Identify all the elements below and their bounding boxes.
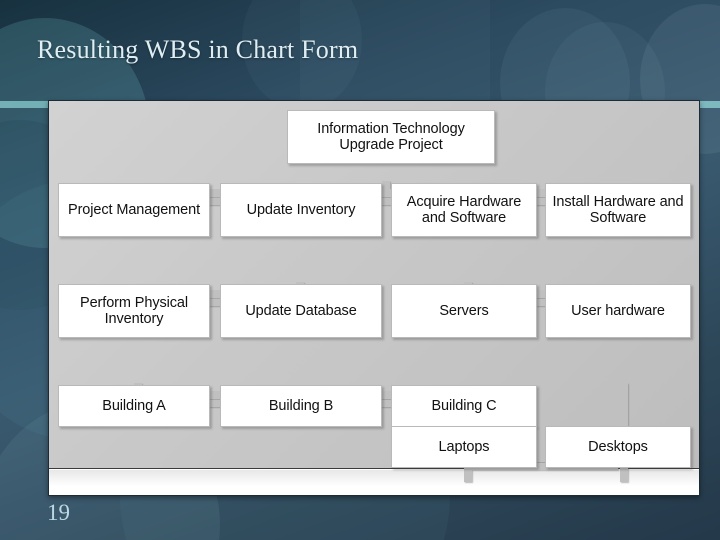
wbs-node-desktops[interactable]: Desktops [545,426,691,468]
wbs-node-project-management[interactable]: Project Management [58,183,210,237]
connector-root-drop [382,181,390,189]
wbs-node-building-c[interactable]: Building C [391,385,537,427]
wbs-node-perform-physical-inventory[interactable]: Perform Physical Inventory [58,284,210,338]
page-title: Resulting WBS in Chart Form [37,35,359,64]
wbs-node-root[interactable]: Information Technology Upgrade Project [287,110,495,164]
wbs-node-building-a[interactable]: Building A [58,385,210,427]
wbs-node-building-b[interactable]: Building B [220,385,382,427]
connector-user-hardware-drop [620,383,628,461]
wbs-node-laptops[interactable]: Laptops [391,426,537,468]
connector-bus-inventory-children [134,290,304,298]
wbs-node-user-hardware[interactable]: User hardware [545,284,691,338]
connector-rail-mid [304,198,462,205]
slide-number: 19 [47,500,70,525]
connector-rail-buildings-left [142,400,294,407]
connector-drop-desktops [620,454,628,482]
wbs-node-install-hardware-and-software[interactable]: Install Hardware and Software [545,183,691,237]
wbs-node-servers[interactable]: Servers [391,284,537,338]
wbs-chart-image: Information Technology Upgrade Project P… [48,100,700,496]
wbs-chart-canvas: Information Technology Upgrade Project P… [49,101,699,482]
connector-rail-inventory [142,299,294,306]
wbs-node-acquire-hardware-and-software[interactable]: Acquire Hardware and Software [391,183,537,237]
connector-drop-laptops [464,454,472,482]
chart-image-footer [49,470,699,495]
decorative-band [300,0,490,105]
wbs-node-update-inventory[interactable]: Update Inventory [220,183,382,237]
wbs-node-update-database[interactable]: Update Database [220,284,382,338]
connector-rail-left [142,198,294,205]
connector-rail-buildings-right [304,400,462,407]
